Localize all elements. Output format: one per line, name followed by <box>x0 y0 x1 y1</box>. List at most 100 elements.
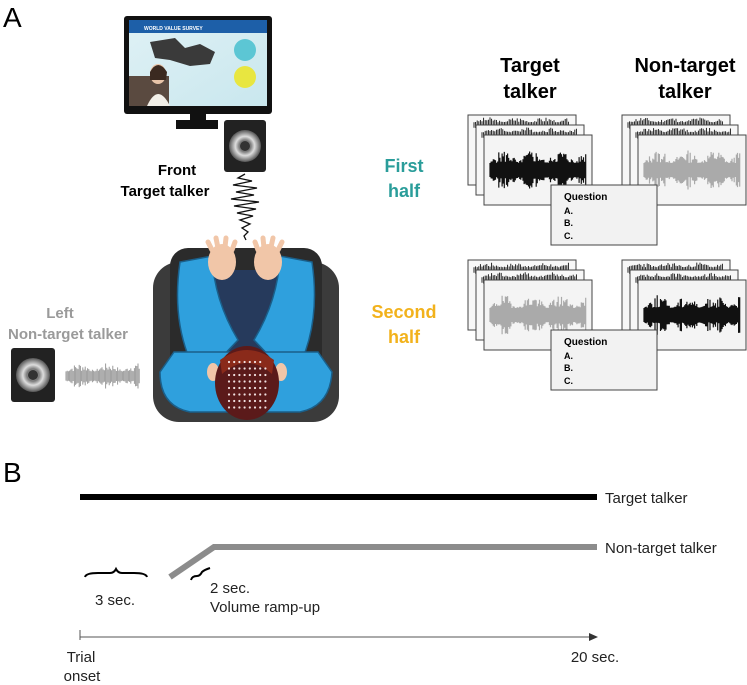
eeg-electrode <box>264 399 267 403</box>
option-a: A. <box>564 206 573 216</box>
eeg-electrode <box>238 367 241 370</box>
eeg-electrode <box>248 393 251 396</box>
front-label-2: Target talker <box>121 183 210 200</box>
eeg-electrode <box>227 373 231 377</box>
eeg-electrode <box>238 380 241 383</box>
axis-start-2: onset <box>64 668 102 685</box>
question-box-first: Question A. B. C. <box>550 184 658 246</box>
left-waveform <box>65 363 140 389</box>
option-c: C. <box>564 376 573 386</box>
left-speaker-icon <box>11 348 55 402</box>
delay-brace <box>84 566 148 578</box>
eeg-electrode <box>243 360 246 364</box>
eeg-electrode <box>233 386 236 390</box>
eeg-electrode <box>238 373 241 377</box>
eeg-electrode <box>248 406 251 409</box>
eeg-electrode <box>253 393 257 396</box>
eeg-electrode <box>243 367 246 370</box>
ramp-label-1: 2 sec. <box>210 580 250 597</box>
front-speaker-icon <box>224 120 266 172</box>
eeg-electrode <box>248 380 251 383</box>
ramp-brace <box>190 567 211 581</box>
panel-a-label: A <box>3 2 22 33</box>
time-axis-arrowhead <box>589 633 598 641</box>
eeg-electrode <box>253 380 257 383</box>
option-b: B. <box>564 218 573 228</box>
eeg-electrode <box>227 399 231 403</box>
left-label-2: Non-target talker <box>8 326 128 343</box>
eeg-electrode <box>264 393 267 396</box>
waveform <box>489 151 587 189</box>
eeg-electrode <box>259 393 262 396</box>
col-target-2: talker <box>503 81 557 103</box>
axis-end: 20 sec. <box>571 649 619 666</box>
waveform <box>643 295 741 335</box>
eeg-electrode <box>243 380 246 383</box>
eeg-electrode <box>248 386 251 390</box>
nontarget-first-half-cards <box>621 114 747 206</box>
eeg-electrode <box>227 367 231 370</box>
eeg-electrode <box>259 399 262 403</box>
eeg-electrode <box>227 380 231 383</box>
eeg-electrode <box>253 386 257 390</box>
waveform <box>643 150 741 190</box>
target-talker-label: Target talker <box>605 490 688 507</box>
eeg-electrode <box>259 360 262 364</box>
eeg-electrode <box>238 360 241 364</box>
eeg-electrode <box>243 373 246 377</box>
eeg-electrode <box>259 367 262 370</box>
eeg-electrode <box>227 386 231 390</box>
second-half-label-1: Second <box>371 302 436 322</box>
nontarget-talker-label: Non-target talker <box>605 540 717 557</box>
eeg-electrode <box>233 360 236 364</box>
eeg-electrode <box>264 380 267 383</box>
eeg-electrode <box>238 406 241 409</box>
option-b: B. <box>564 363 573 373</box>
panel-b-label: B <box>3 457 22 488</box>
eeg-electrode <box>238 386 241 390</box>
eeg-electrode <box>243 386 246 390</box>
eeg-electrode <box>253 373 257 377</box>
first-half-label-1: First <box>384 156 423 176</box>
question-title: Question <box>564 192 607 203</box>
left-label-1: Left <box>46 305 74 322</box>
waveform <box>489 295 587 335</box>
screen-banner: WORLD VALUE SURVEY <box>144 26 203 32</box>
eeg-electrode <box>227 360 231 364</box>
monitor: WORLD VALUE SURVEY <box>124 16 272 129</box>
target-first-half-cards <box>467 114 593 206</box>
eeg-electrode <box>243 399 246 403</box>
col-nontarget-2: talker <box>658 81 712 103</box>
eeg-electrode <box>264 386 267 390</box>
eeg-electrode <box>253 399 257 403</box>
eeg-electrode <box>227 406 231 409</box>
question-box-second: Question A. B. C. <box>550 329 658 391</box>
eeg-electrode <box>264 406 267 409</box>
eeg-electrode <box>238 393 241 396</box>
eeg-electrode <box>259 386 262 390</box>
eeg-electrode <box>233 380 236 383</box>
question-title: Question <box>564 337 607 348</box>
front-label-1: Front <box>158 162 196 179</box>
eeg-electrode <box>233 367 236 370</box>
eeg-electrode <box>238 399 241 403</box>
delay-label: 3 sec. <box>95 592 135 609</box>
eeg-electrode <box>253 367 257 370</box>
eeg-electrode <box>233 373 236 377</box>
eeg-electrode <box>264 367 267 370</box>
eeg-electrode <box>233 399 236 403</box>
eeg-electrode <box>233 406 236 409</box>
axis-start-1: Trial <box>67 649 96 666</box>
listener-figure <box>153 235 339 422</box>
front-waveform <box>230 173 260 241</box>
eeg-electrode <box>248 367 251 370</box>
eeg-electrode <box>259 406 262 409</box>
eeg-electrode <box>264 373 267 377</box>
eeg-electrode <box>248 373 251 377</box>
eeg-cap-dots <box>227 360 267 409</box>
eeg-electrode <box>259 373 262 377</box>
eeg-electrode <box>248 399 251 403</box>
eeg-electrode <box>243 393 246 396</box>
eeg-electrode <box>233 393 236 396</box>
eeg-electrode <box>259 380 262 383</box>
